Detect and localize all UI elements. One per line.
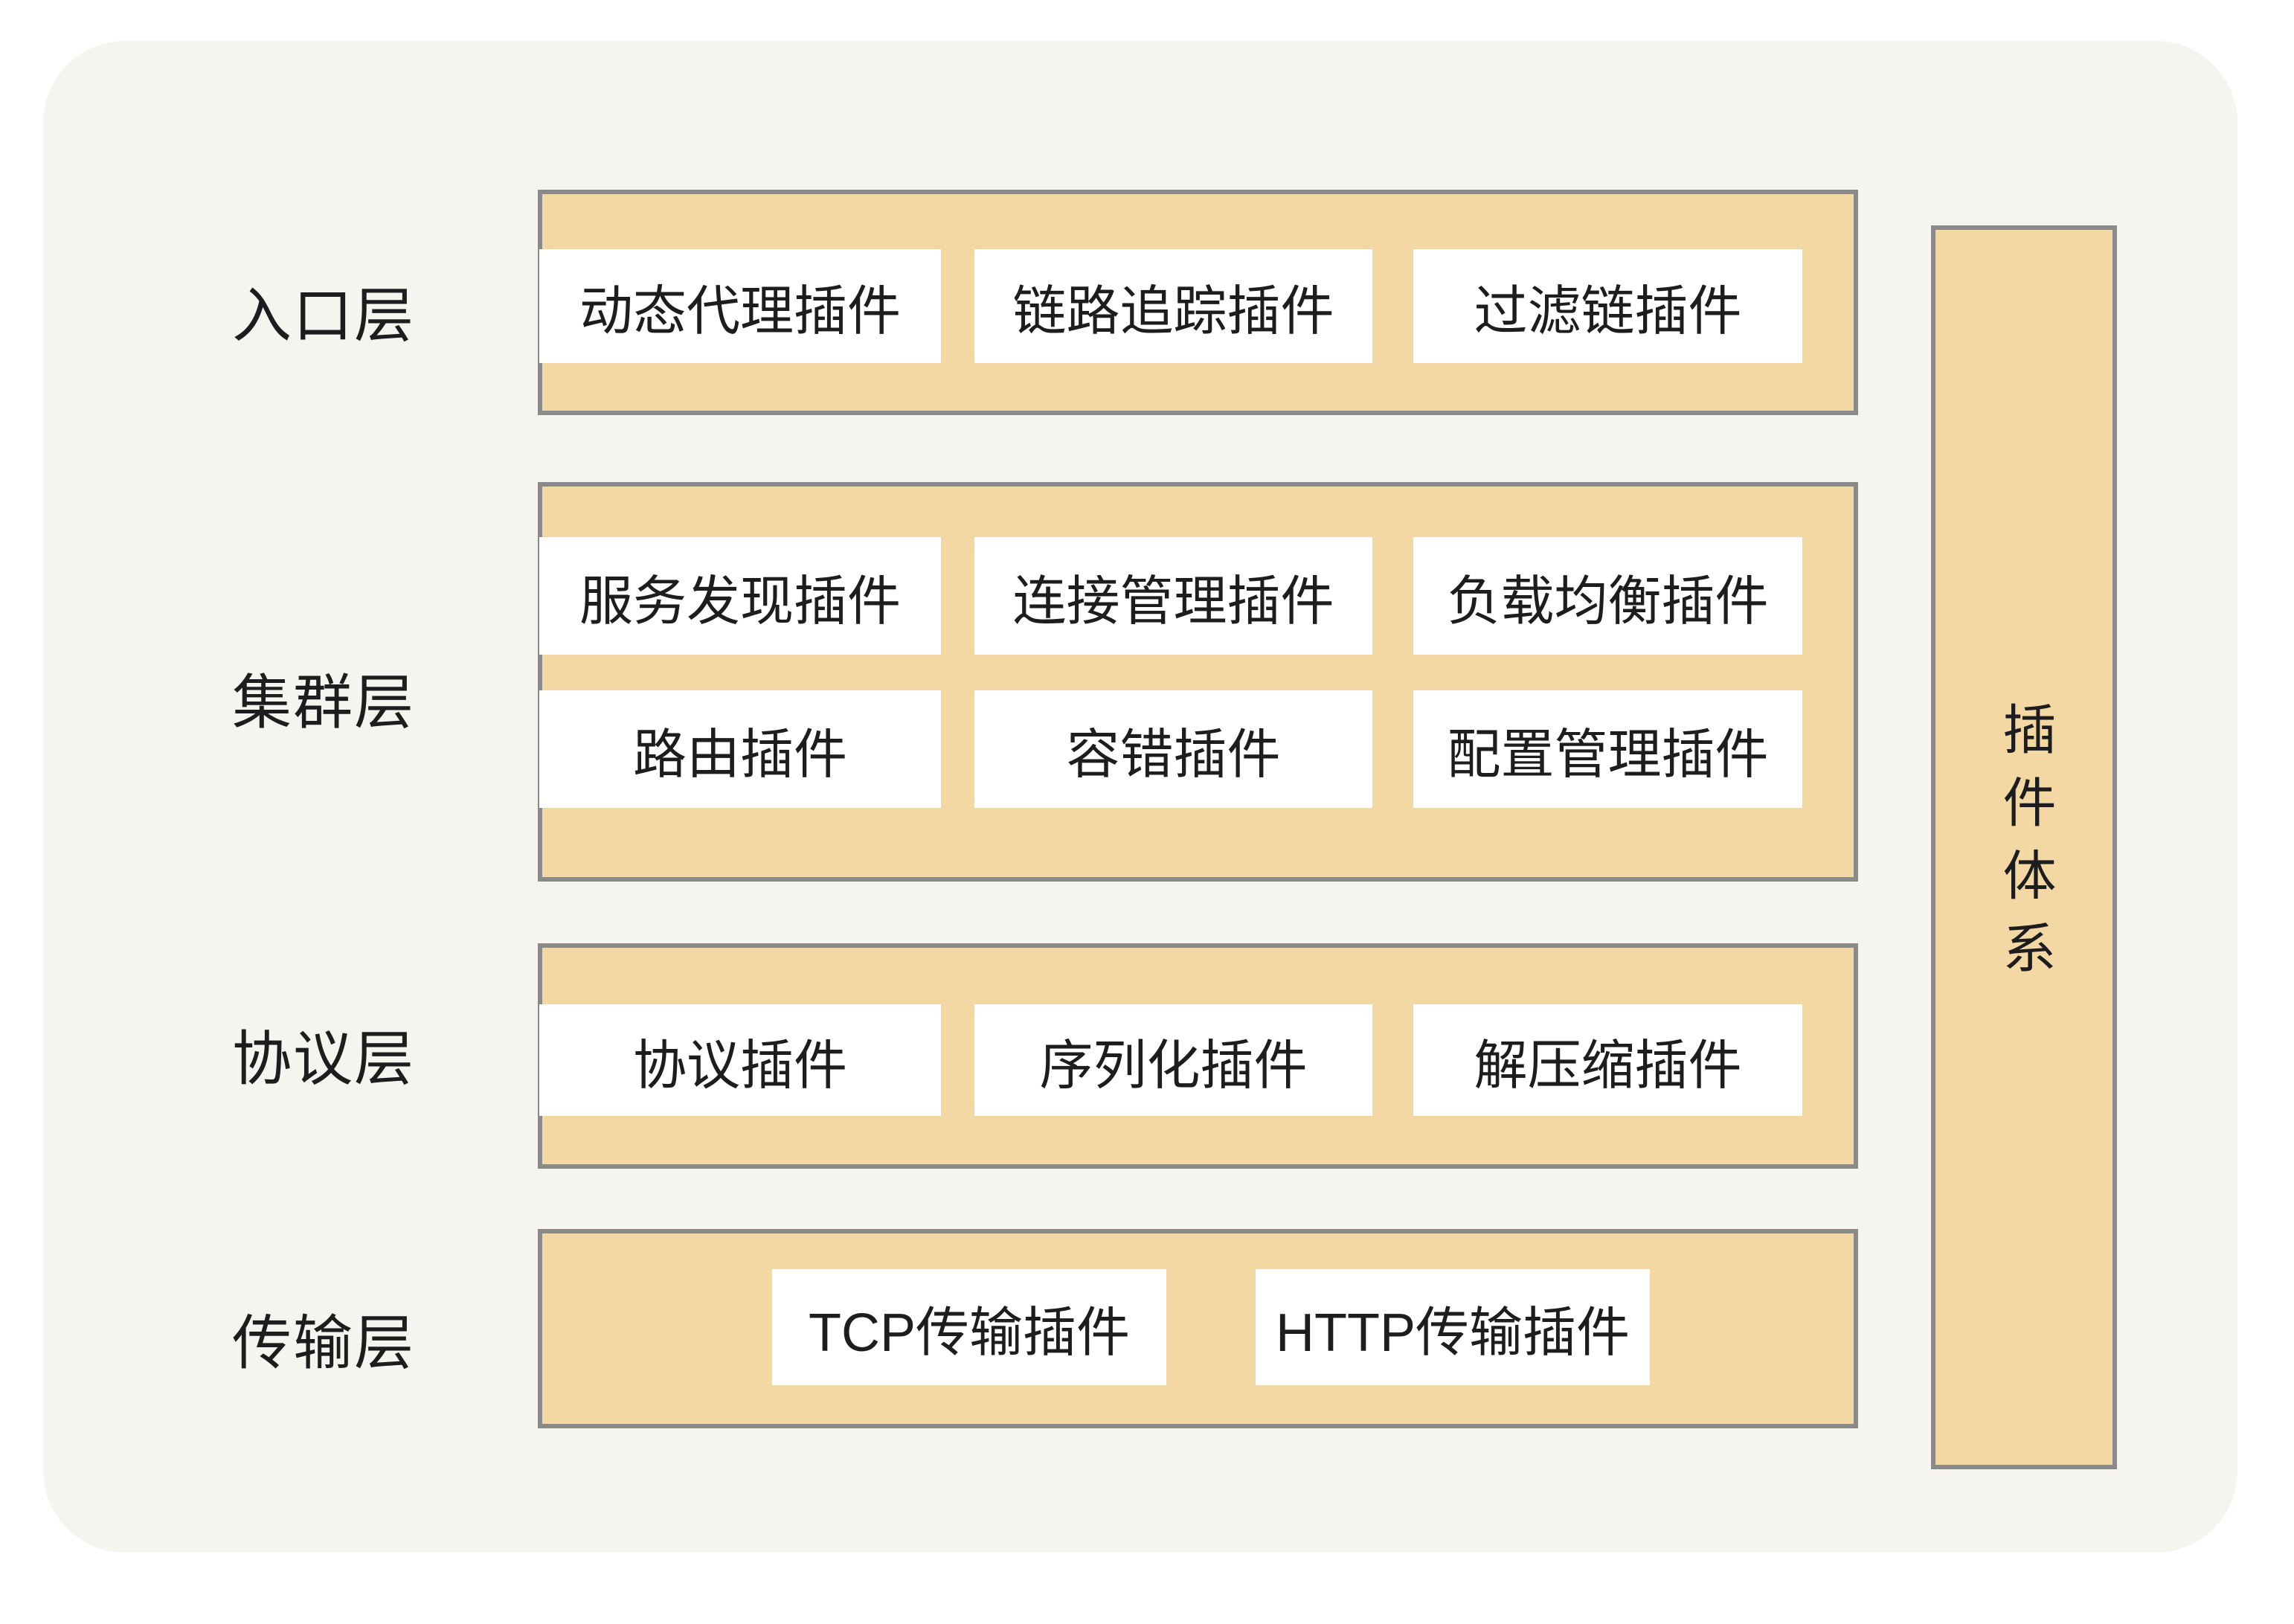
plugin-box-transport-layer-0: TCP传输插件 <box>772 1269 1166 1385</box>
plugin-box-cluster-layer-2: 负载均衡插件 <box>1413 537 1802 655</box>
layer-label-transport-layer: 传输层 <box>232 1310 415 1376</box>
plugin-box-entry-layer-0: 动态代理插件 <box>539 249 941 363</box>
plugin-system-bar: 插件体系 <box>1931 225 2117 1469</box>
layer-box-transport-layer <box>538 1229 1858 1428</box>
plugin-system-bar-label: 插件体系 <box>1994 702 2054 993</box>
diagram-canvas: 入口层 动态代理插件链路追踪插件过滤链插件集群层 服务发现插件连接管理插件负载均衡插… <box>43 41 2237 1553</box>
plugin-box-cluster-layer-1: 连接管理插件 <box>974 537 1372 655</box>
layer-label-entry-layer: 入口层 <box>232 283 415 349</box>
plugin-box-cluster-layer-3: 路由插件 <box>539 690 941 808</box>
plugin-box-entry-layer-2: 过滤链插件 <box>1413 249 1802 363</box>
plugin-box-cluster-layer-4: 容错插件 <box>974 690 1372 808</box>
plugin-box-protocol-layer-1: 序列化插件 <box>974 1004 1372 1116</box>
plugin-box-protocol-layer-2: 解压缩插件 <box>1413 1004 1802 1116</box>
plugin-box-transport-layer-1: HTTP传输插件 <box>1256 1269 1650 1385</box>
plugin-box-entry-layer-1: 链路追踪插件 <box>974 249 1372 363</box>
plugin-box-protocol-layer-0: 协议插件 <box>539 1004 941 1116</box>
layer-label-protocol-layer: 协议层 <box>232 1026 415 1092</box>
plugin-box-cluster-layer-0: 服务发现插件 <box>539 537 941 655</box>
plugin-box-cluster-layer-5: 配置管理插件 <box>1413 690 1802 808</box>
layer-label-cluster-layer: 集群层 <box>232 670 415 736</box>
